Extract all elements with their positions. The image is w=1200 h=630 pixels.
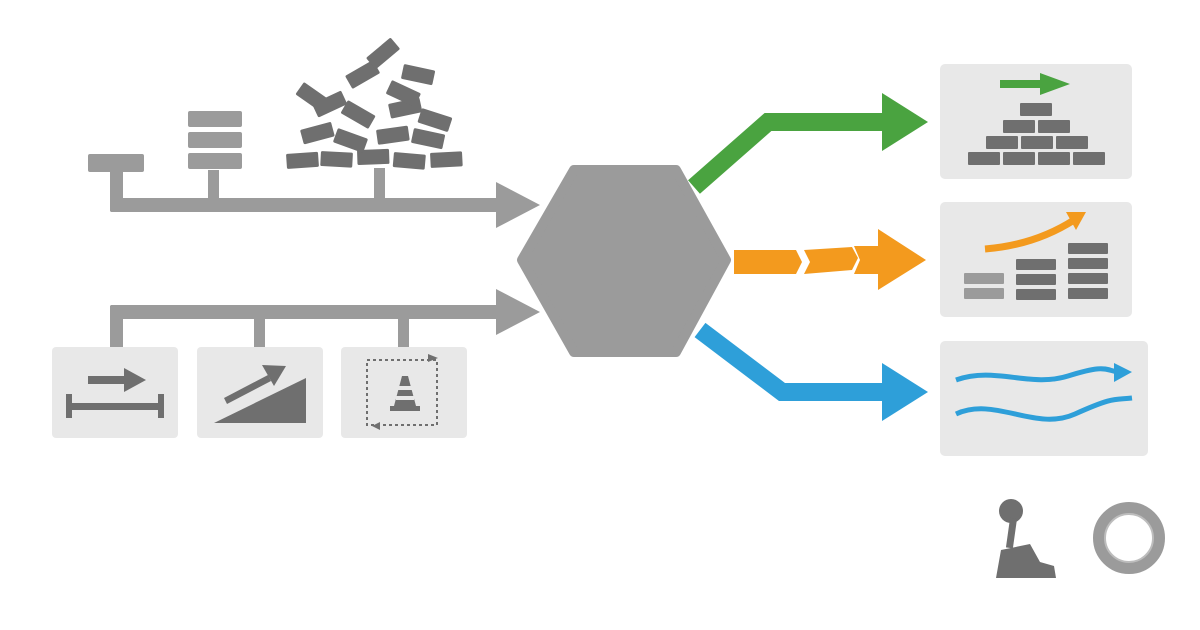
top-feed-pipe <box>110 198 510 212</box>
orange-output-arrow <box>734 229 926 290</box>
bottom-feed-hook <box>110 305 123 349</box>
bottom-input-feed <box>110 289 540 349</box>
top-input-feed <box>110 168 540 228</box>
bottom-feed-connector-3 <box>398 312 409 348</box>
green-output-arrow <box>688 93 928 194</box>
wave-lines-icon <box>940 341 1148 456</box>
single-block-icon <box>88 154 144 172</box>
blue-output-arrow <box>694 322 928 421</box>
bottom-feed-pipe <box>110 305 510 319</box>
joystick-lever-icon <box>996 499 1056 578</box>
slope-ramp-icon <box>197 347 323 438</box>
growth-bars-arrow-icon <box>940 202 1132 317</box>
ring-icon <box>1093 502 1165 574</box>
block-stack-icon <box>188 111 242 169</box>
top-feed-connector-3 <box>374 168 385 204</box>
bottom-feed-connector-2 <box>254 312 265 348</box>
top-feed-arrowhead <box>496 182 540 228</box>
hexagon-processor-icon <box>517 165 731 357</box>
width-measure-icon <box>52 347 178 438</box>
brick-pyramid-arrow-icon <box>940 64 1132 179</box>
bottom-feed-arrowhead <box>496 289 540 335</box>
top-feed-hook <box>110 168 123 212</box>
traffic-cone-area-icon <box>341 347 467 438</box>
brick-pile-icon <box>286 37 463 170</box>
top-feed-connector-2 <box>208 170 219 204</box>
